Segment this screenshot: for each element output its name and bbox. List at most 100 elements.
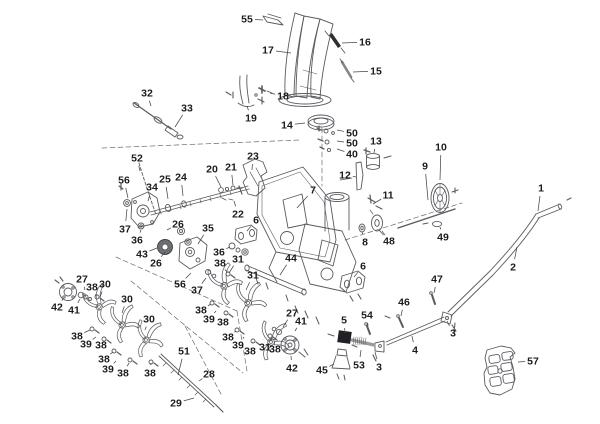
leader-line-1 <box>537 195 541 212</box>
part-label-38: 38 <box>86 282 98 294</box>
leader-line-6 <box>246 225 252 232</box>
leader-line-53 <box>359 349 362 358</box>
part-label-21: 21 <box>225 162 237 174</box>
part-label-2: 2 <box>510 262 516 274</box>
leader-line-27 <box>83 286 86 291</box>
part-handle-rod-1-2 <box>447 197 572 317</box>
part-gearbox-housing-7 <box>256 166 357 293</box>
part-label-38: 38 <box>195 305 207 317</box>
part-lever-12 <box>339 147 371 191</box>
part-label-38: 38 <box>269 344 281 356</box>
part-label-17: 17 <box>262 45 274 57</box>
part-label-38: 38 <box>244 346 256 358</box>
part-label-7: 7 <box>310 185 316 197</box>
part-mount-bracket-6b <box>339 270 366 302</box>
leader-line-25 <box>165 186 169 200</box>
part-label-46: 46 <box>398 297 410 309</box>
leader-line-26 <box>160 251 166 258</box>
part-label-54: 54 <box>361 310 373 322</box>
part-label-52: 52 <box>131 153 143 165</box>
leader-line-39 <box>242 336 245 339</box>
part-label-28: 28 <box>203 369 215 381</box>
leader-line-31 <box>228 265 234 274</box>
leader-line-44 <box>279 264 287 276</box>
leader-line-30 <box>144 326 147 331</box>
leader-line-38 <box>126 362 130 367</box>
leader-line-56 <box>125 187 129 199</box>
part-label-45: 45 <box>316 365 328 377</box>
leader-line-38 <box>224 269 228 273</box>
part-depth-rod-51-28 <box>158 353 224 413</box>
leader-line-36 <box>139 229 142 233</box>
leader-line-51 <box>177 358 183 376</box>
part-label-38: 38 <box>217 317 229 329</box>
leader-line-55 <box>254 19 264 21</box>
part-spring-16 <box>324 30 346 54</box>
part-label-50: 50 <box>346 128 358 140</box>
part-clip-plate-55 <box>262 13 284 26</box>
leader-line-12 <box>352 176 357 178</box>
leader-line-46 <box>400 309 403 317</box>
leader-line-6 <box>353 271 359 278</box>
part-label-48: 48 <box>383 236 395 248</box>
leader-line-14 <box>294 122 306 125</box>
part-hardware-50-40 <box>316 125 335 153</box>
part-label-57: 57 <box>527 356 539 368</box>
leader-line-20 <box>215 175 222 188</box>
part-label-3: 3 <box>450 328 456 340</box>
part-washers-left <box>118 183 145 230</box>
part-label-33: 33 <box>181 103 193 115</box>
part-wheel-10 <box>430 183 459 213</box>
leader-line-9 <box>425 173 429 201</box>
part-label-31: 31 <box>232 254 244 266</box>
leader-line-37 <box>125 208 128 222</box>
leader-line-48 <box>378 229 384 236</box>
part-label-38: 38 <box>71 331 83 343</box>
part-label-55: 55 <box>241 14 253 26</box>
part-label-42: 42 <box>51 302 63 314</box>
leader-line-52 <box>138 165 141 172</box>
part-clevis-45 <box>331 348 351 381</box>
leader-line-13 <box>373 148 376 154</box>
part-label-15: 15 <box>370 66 382 78</box>
part-label-16: 16 <box>359 37 371 49</box>
leader-line-26 <box>166 227 172 231</box>
part-washers-26 <box>176 226 192 246</box>
part-label-56: 56 <box>118 175 130 187</box>
parts-artwork <box>54 12 572 413</box>
leader-line-40 <box>336 148 345 152</box>
part-label-14: 14 <box>281 120 293 132</box>
part-label-42: 42 <box>286 363 298 375</box>
part-support-rod-19 <box>225 74 265 108</box>
part-label-25: 25 <box>159 174 171 186</box>
leader-line-31 <box>245 282 250 291</box>
part-label-37: 37 <box>119 224 131 236</box>
part-label-6: 6 <box>253 215 259 227</box>
leader-line-22 <box>233 200 237 207</box>
leader-line-30 <box>121 306 125 314</box>
leader-line-38 <box>110 351 114 355</box>
part-label-38: 38 <box>214 258 226 270</box>
part-tine-bar-44 <box>244 264 320 325</box>
leader-line-38 <box>94 294 97 297</box>
part-label-31: 31 <box>259 342 271 354</box>
part-label-30: 30 <box>121 294 133 306</box>
part-label-39: 39 <box>203 314 215 326</box>
part-label-18: 18 <box>277 91 289 103</box>
part-label-39: 39 <box>232 340 244 352</box>
leader-line-39 <box>92 336 97 340</box>
part-rod-4 <box>385 316 446 346</box>
part-label-19: 19 <box>245 113 257 125</box>
part-handlebar-column-17 <box>278 12 334 107</box>
part-washer-8 <box>358 223 366 233</box>
part-shift-rod-32-33 <box>132 102 184 140</box>
part-label-38: 38 <box>144 368 156 380</box>
part-gear-43 <box>157 239 173 255</box>
leader-line-37 <box>201 277 207 284</box>
part-tine-shaft-24 <box>149 185 250 216</box>
leader-line-35 <box>197 234 205 245</box>
part-label-51: 51 <box>178 346 190 358</box>
part-label-26: 26 <box>172 219 184 231</box>
leader-line-29 <box>183 397 195 402</box>
